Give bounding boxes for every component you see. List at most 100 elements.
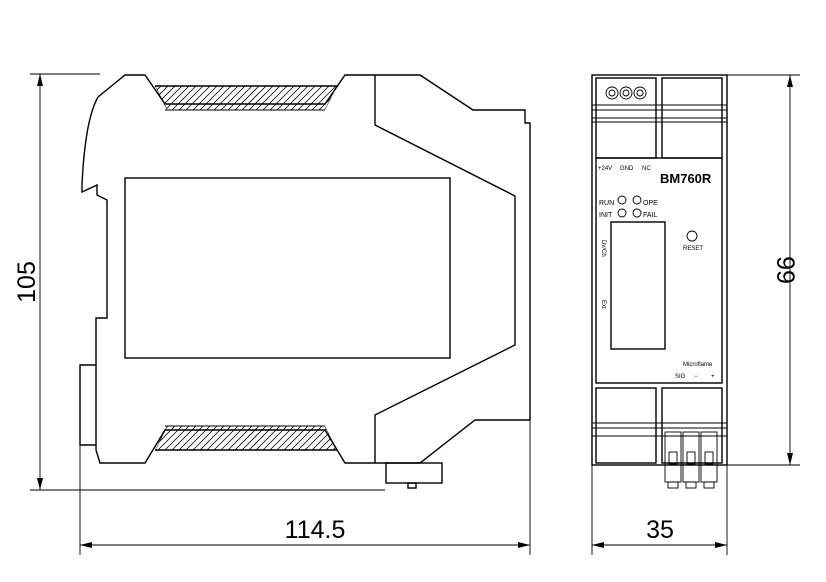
hatch-line — [241, 426, 267, 450]
side-label-ext: Ext — [600, 300, 606, 309]
hatch-line — [164, 86, 190, 110]
terminal-label-24v: +24V — [598, 166, 612, 172]
hatch-line — [155, 426, 162, 450]
hatch-line — [155, 86, 169, 110]
hatch-line — [304, 86, 330, 110]
hatch-line — [276, 86, 302, 110]
bottom-plug-connectors — [664, 431, 718, 489]
hatch-line — [347, 86, 371, 110]
top-vent-hatch — [130, 86, 371, 110]
hatch-line — [290, 426, 316, 450]
hatch-line — [213, 426, 239, 450]
hatch-line — [199, 426, 225, 450]
hatch-line — [185, 426, 211, 450]
hatch-line — [220, 86, 246, 110]
hatch-line — [311, 86, 337, 110]
hatch-line — [164, 426, 190, 450]
hatch-line — [199, 86, 225, 110]
hatch-line — [192, 426, 218, 450]
hatch-line — [241, 86, 267, 110]
hatch-line — [318, 86, 337, 110]
hatch-line — [332, 86, 337, 110]
bottom-terminal-block-right — [661, 387, 723, 464]
front-view: +24V GND NC BM760R RUN OPE INIT FAIL RES… — [591, 74, 728, 489]
hatch-line — [290, 86, 316, 110]
hatch-line — [192, 86, 218, 110]
side-inner-profile — [374, 75, 516, 463]
reset-button — [686, 230, 698, 242]
led-fail — [632, 208, 642, 218]
hatch-line — [283, 426, 309, 450]
hatch-line — [269, 426, 295, 450]
side-connector-block — [385, 462, 443, 484]
side-housing-outline — [79, 74, 531, 464]
hatch-line — [171, 86, 197, 110]
hatch-line — [340, 86, 364, 110]
hatch-line — [155, 426, 169, 450]
hatch-line — [206, 86, 232, 110]
hatch-line — [130, 426, 154, 450]
led-label-run: RUN — [599, 200, 614, 207]
terminal-label-nc: NC — [642, 166, 651, 172]
din-clip-curve — [81, 96, 108, 365]
hatch-line — [297, 426, 323, 450]
hatch-line — [297, 86, 323, 110]
terminal-label-gnd: GND — [620, 166, 634, 172]
reset-label: RESET — [683, 246, 703, 252]
hatch-line — [318, 426, 337, 450]
hatch-line — [332, 426, 337, 450]
front-housing-outline — [591, 74, 728, 466]
dim-height-front: 99 — [727, 74, 800, 466]
led-label-fail: FAIL — [643, 212, 658, 219]
hatch-line — [206, 426, 232, 450]
hatch-line — [255, 426, 281, 450]
model-name: BM760R — [660, 171, 712, 186]
hatch-line — [255, 86, 281, 110]
hatch-line — [227, 426, 253, 450]
led-ope — [632, 195, 642, 205]
hatch-line — [220, 426, 246, 450]
hatch-line — [171, 426, 197, 450]
hatch-line — [130, 86, 154, 110]
side-view — [79, 74, 531, 489]
side-connector-pin — [407, 482, 417, 489]
led-label-ope: OPE — [643, 200, 658, 207]
hatch-line — [178, 426, 204, 450]
hatch-line — [178, 86, 204, 110]
hatch-line — [269, 86, 295, 110]
hatch-line — [283, 86, 309, 110]
hatch-line — [248, 426, 274, 450]
bottom-label-plus: + — [711, 374, 715, 380]
bottom-label-sig: SIG — [675, 374, 686, 380]
hatch-line — [276, 426, 302, 450]
dim-label-99: 99 — [771, 256, 799, 284]
front-display-window — [610, 221, 666, 350]
dim-height-side: 105 — [13, 73, 385, 491]
dim-width-side: 114.5 — [79, 365, 531, 555]
hatch-line — [227, 86, 253, 110]
side-label-dvch: Dv/Ch — [600, 240, 606, 257]
led-label-init: INIT — [599, 212, 613, 219]
hatch-line — [347, 426, 371, 450]
dim-width-front: 35 — [591, 465, 728, 555]
hatch-line — [155, 426, 176, 450]
hatch-line — [213, 86, 239, 110]
side-label-window — [124, 177, 451, 359]
bottom-label-brand: Microflame — [683, 362, 713, 368]
hatch-line — [155, 86, 176, 110]
front-panel — [595, 157, 723, 384]
hatch-line — [157, 426, 183, 450]
hatch-line — [262, 86, 288, 110]
hatch-line — [262, 426, 288, 450]
dim-label-105: 105 — [13, 261, 41, 303]
bottom-terminal-block-left — [595, 387, 657, 464]
bottom-label-minus: − — [694, 374, 698, 380]
led-run — [617, 195, 627, 205]
hatch-line — [248, 86, 274, 110]
hatch-line — [325, 426, 337, 450]
top-screw-terminals — [605, 86, 647, 100]
hatch-line — [304, 426, 330, 450]
hatch-line — [155, 86, 162, 110]
led-init — [617, 208, 627, 218]
